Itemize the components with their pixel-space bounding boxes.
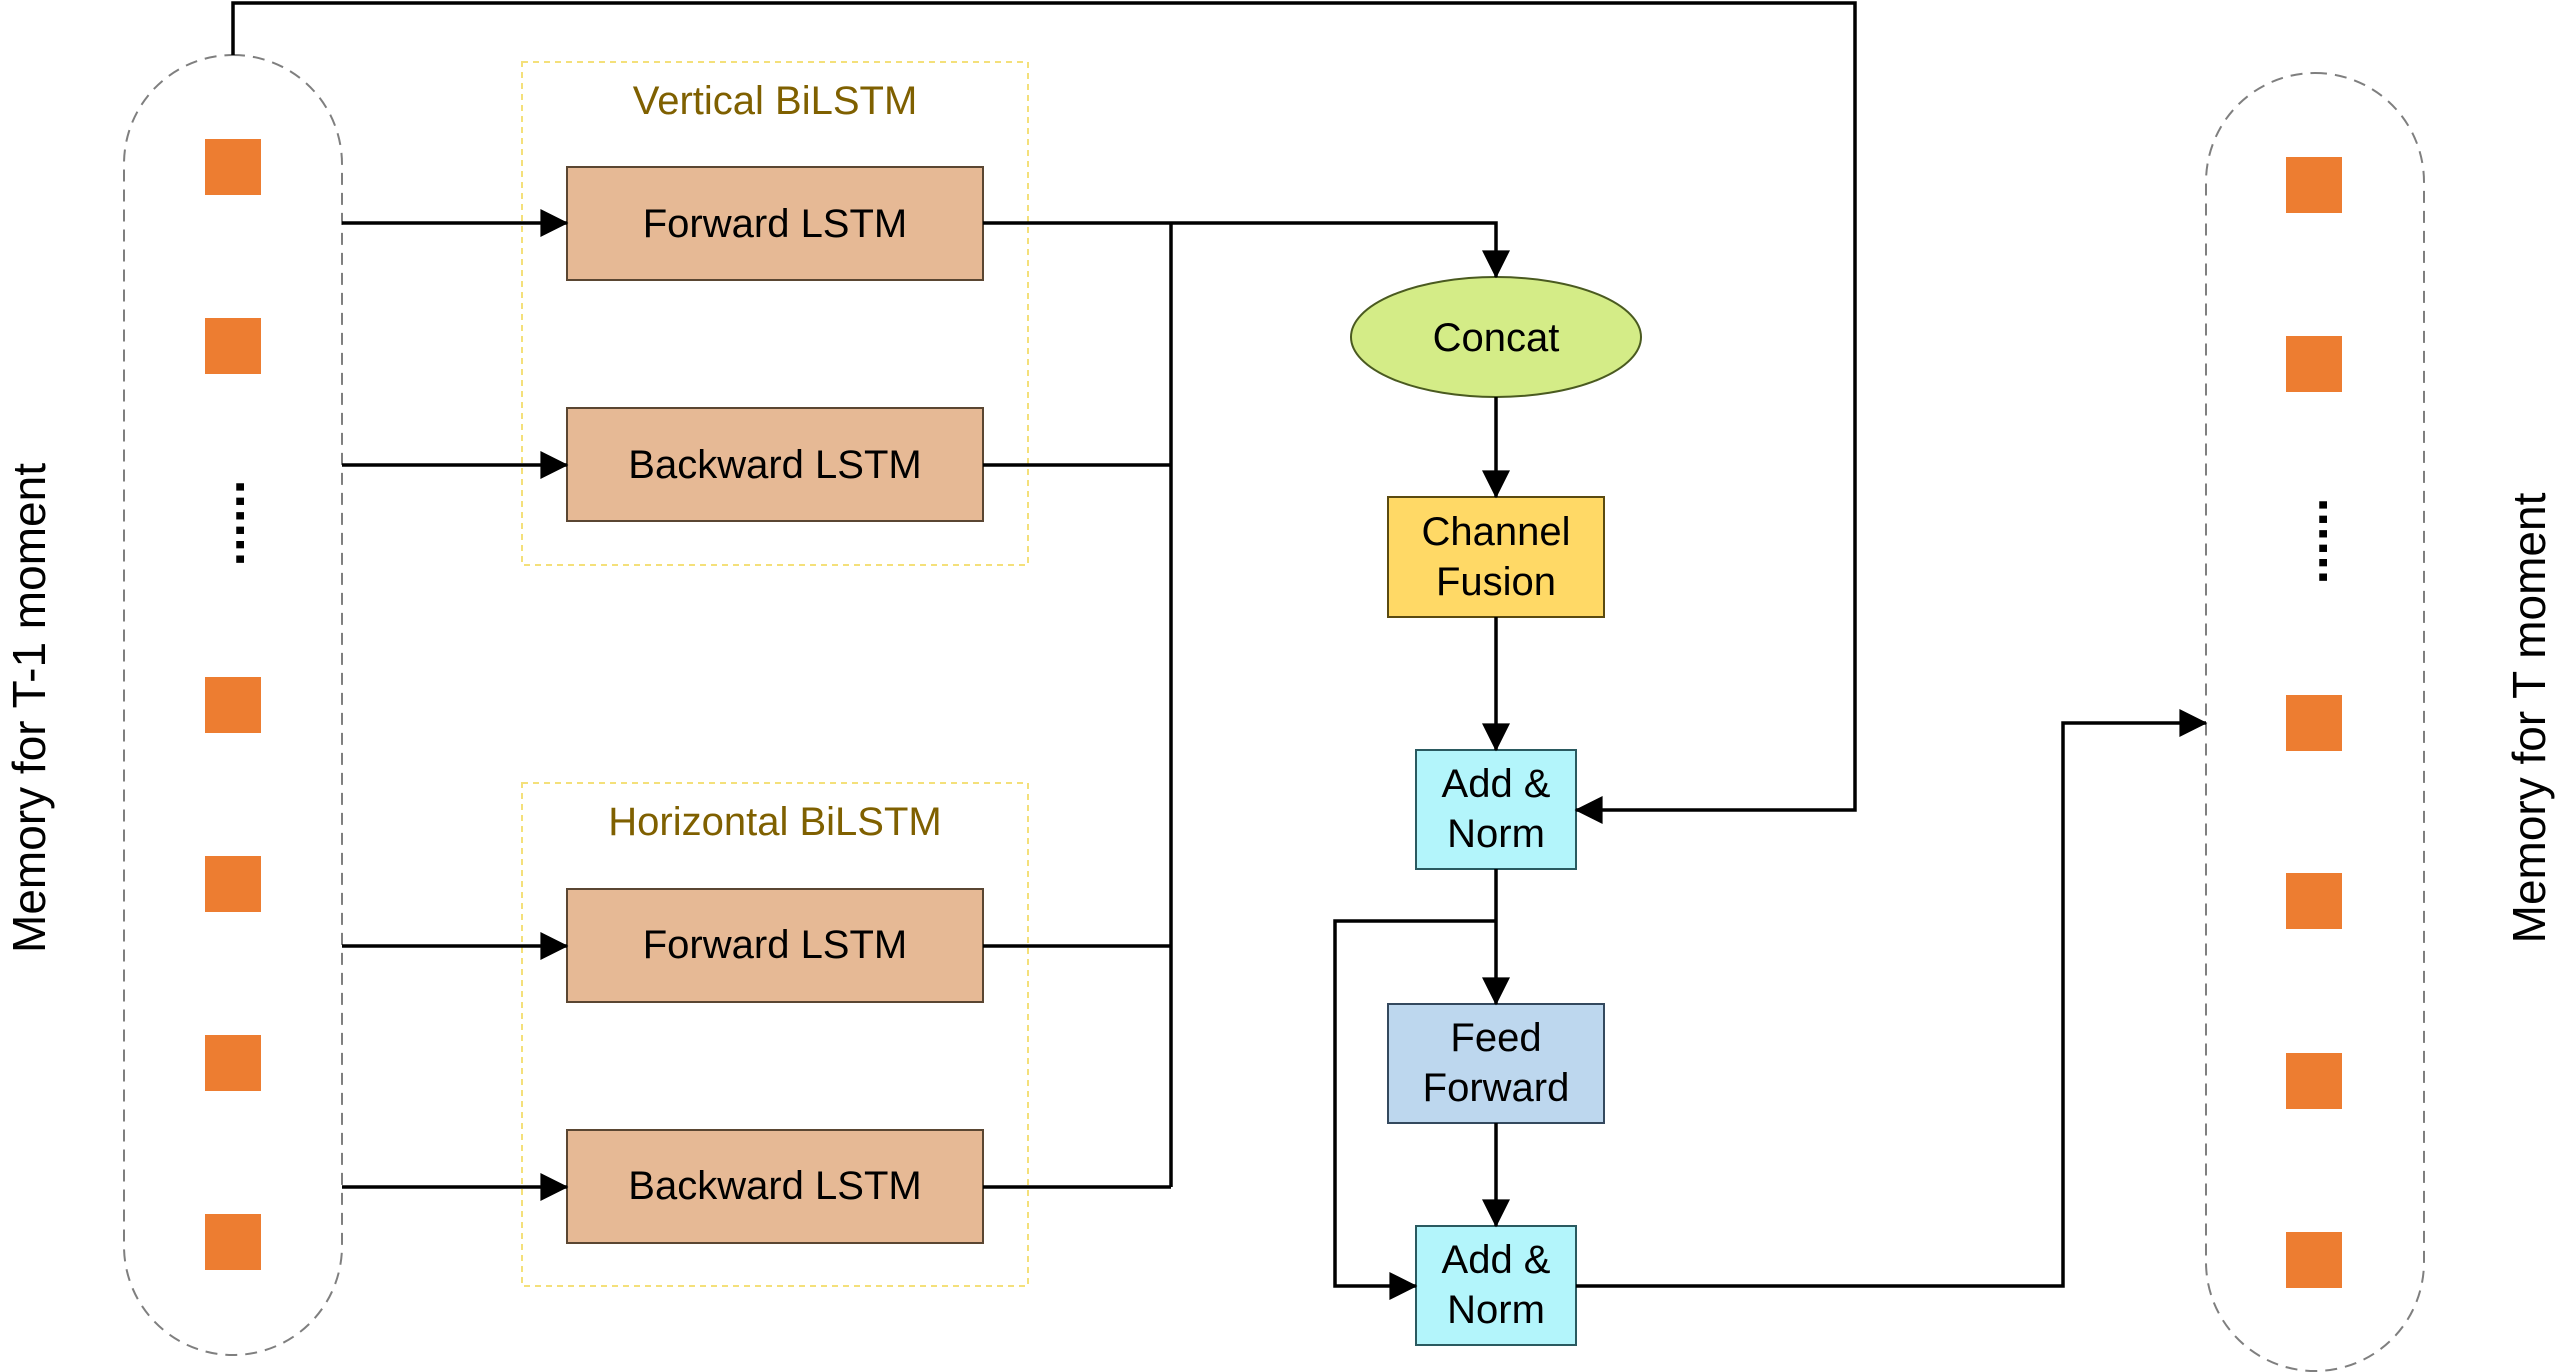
channel-fusion-label-line2: Fusion <box>1436 560 1556 604</box>
add-norm-1-label-line1: Add & <box>1442 762 1551 806</box>
vertical-bilstm-group: Vertical BiLSTM Forward LSTM Backward LS… <box>521 61 1029 566</box>
arrow-bus-to-concat <box>1171 221 1510 279</box>
concat-label: Concat <box>1433 316 1560 360</box>
memory-right-token-5 <box>2286 1053 2342 1109</box>
arrow-residual-to-add-norm-2 <box>1333 919 1496 1300</box>
vertical-backward-lstm-block <box>566 407 984 522</box>
memory-right-container <box>2205 72 2425 1372</box>
add-norm-1-label-line2: Norm <box>1447 812 1545 856</box>
memory-right-token-4 <box>2286 873 2342 929</box>
connectors <box>231 1 2208 1300</box>
feed-forward-label-line1: Feed <box>1450 1016 1541 1060</box>
arrow-memory-residual-to-add-norm-1 <box>231 1 1857 824</box>
memory-left-token-6 <box>205 1214 261 1270</box>
horizontal-forward-lstm-label: Forward LSTM <box>643 923 908 967</box>
memory-left-token-1 <box>205 139 261 195</box>
horizontal-backward-lstm-label: Backward LSTM <box>628 1164 921 1208</box>
horizontal-bilstm-title: Horizontal BiLSTM <box>608 800 941 844</box>
add-norm-2-label-line1: Add & <box>1442 1238 1551 1282</box>
memory-right-token-6 <box>2286 1232 2342 1288</box>
horizontal-backward-lstm-block <box>566 1129 984 1244</box>
memory-right-label: Memory for T moment <box>2503 492 2555 943</box>
memory-left-ellipsis: ...... <box>198 480 256 567</box>
memory-right-tokens <box>2286 157 2342 1288</box>
horizontal-bilstm-border <box>521 782 1029 1287</box>
vertical-bilstm-title: Vertical BiLSTM <box>633 79 918 123</box>
memory-right-token-1 <box>2286 157 2342 213</box>
horizontal-forward-lstm-block <box>566 888 984 1003</box>
feed-forward-block <box>1387 1003 1605 1124</box>
memory-right-ellipsis: ...... <box>2281 498 2339 585</box>
horizontal-bilstm-group: Horizontal BiLSTM Forward LSTM Backward … <box>521 782 1029 1287</box>
memory-left-label: Memory for T-1 moment <box>3 463 55 953</box>
memory-right: ...... <box>2205 72 2425 1372</box>
arrow-add-norm-2-to-memory-right <box>1576 709 2208 1288</box>
memory-left-token-5 <box>205 1035 261 1091</box>
memory-left: ...... <box>123 54 343 1356</box>
vertical-bilstm-border <box>521 61 1029 566</box>
vertical-backward-lstm-label: Backward LSTM <box>628 443 921 487</box>
memory-left-token-3 <box>205 677 261 733</box>
feed-forward-label-line2: Forward <box>1423 1066 1570 1110</box>
channel-fusion-label-line1: Channel <box>1421 510 1570 554</box>
memory-left-token-4 <box>205 856 261 912</box>
add-norm-2-label-line2: Norm <box>1447 1288 1545 1332</box>
memory-right-token-2 <box>2286 336 2342 392</box>
memory-right-token-3 <box>2286 695 2342 751</box>
memory-left-tokens <box>205 139 261 1270</box>
channel-fusion-block <box>1387 496 1605 618</box>
vertical-forward-lstm-label: Forward LSTM <box>643 202 908 246</box>
memory-left-token-2 <box>205 318 261 374</box>
